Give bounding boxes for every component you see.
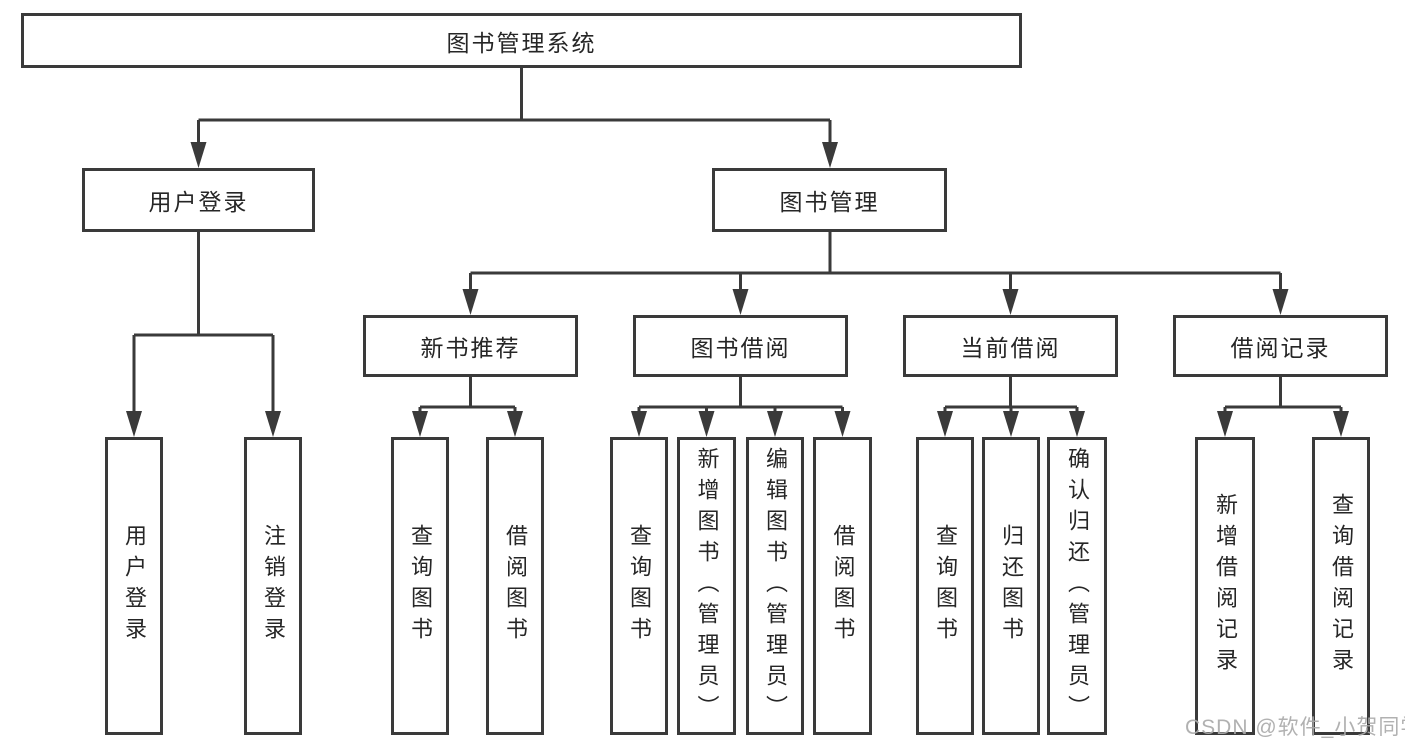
- node-current-borrow: 当前借阅: [903, 315, 1118, 377]
- node-new-book-recommend: 新书推荐: [363, 315, 578, 377]
- leaf-borrow-query-books: 查询图书: [610, 437, 668, 735]
- leaf-current-query-books: 查询图书: [916, 437, 974, 735]
- leaf-return-books: 归还图书: [982, 437, 1040, 735]
- leaf-recommend-borrow-books: 借阅图书: [486, 437, 544, 735]
- leaf-confirm-return-admin: 确认归还（管理员）: [1047, 437, 1107, 735]
- leaf-user-login: 用户登录: [105, 437, 163, 735]
- leaf-add-books-admin: 新增图书（管理员）: [677, 437, 736, 735]
- leaf-borrow-books: 借阅图书: [813, 437, 872, 735]
- watermark: CSDN @软件_小贺同学: [1185, 716, 1405, 739]
- node-book-borrow: 图书借阅: [633, 315, 848, 377]
- node-book-management: 图书管理: [712, 168, 947, 232]
- leaf-logout: 注销登录: [244, 437, 302, 735]
- leaf-add-borrow-record: 新增借阅记录: [1195, 437, 1255, 735]
- node-root: 图书管理系统: [21, 13, 1022, 68]
- leaf-query-borrow-record: 查询借阅记录: [1312, 437, 1370, 735]
- node-user-login: 用户登录: [82, 168, 315, 232]
- leaf-edit-books-admin: 编辑图书（管理员）: [746, 437, 804, 735]
- node-borrow-records: 借阅记录: [1173, 315, 1388, 377]
- leaf-recommend-query-books: 查询图书: [391, 437, 449, 735]
